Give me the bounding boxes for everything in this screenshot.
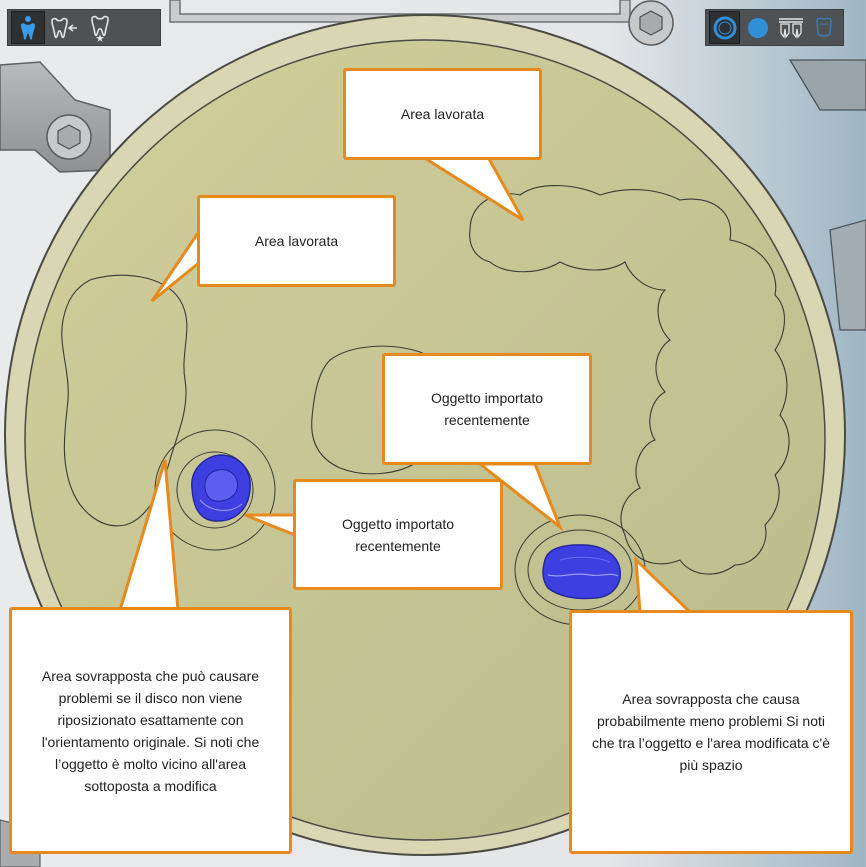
callout-object-right: Oggetto importato recentemente (382, 353, 592, 465)
callout-area-left: Area lavorata (197, 195, 396, 287)
callout-area-top-right-text: Area lavorata (400, 106, 485, 122)
callout-area-top-right: Area lavorata (343, 68, 542, 160)
ring-view-button[interactable] (709, 11, 741, 44)
callout-object-right-text: Oggetto importato recentemente (430, 390, 544, 428)
tooth-star-button[interactable] (83, 11, 117, 44)
callout-object-left-text: Oggetto importato recentemente (341, 515, 455, 554)
tooth-arrow-button[interactable] (47, 11, 81, 44)
crown-outline-icon (816, 17, 833, 37)
callout-pointers (117, 155, 694, 614)
callout-overlap-left: Area sovrapposta che può causare problem… (9, 607, 292, 854)
tooth-arrow-icon (51, 17, 77, 38)
toolbar-right (705, 9, 844, 46)
worked-area-left (61, 274, 188, 527)
teeth-row-button[interactable] (776, 11, 807, 44)
object-left-clearance-inner (176, 451, 254, 529)
imported-object-left[interactable] (191, 454, 251, 522)
tooth-star-icon (91, 15, 109, 42)
tooth-person-icon (21, 15, 35, 40)
teeth-row-icon (779, 17, 804, 39)
ring-icon (713, 16, 737, 39)
callout-overlap-left-text: Area sovrapposta che può causare problem… (41, 667, 260, 794)
filled-circle-icon (747, 17, 768, 38)
callout-overlap-right: Area sovrapposta che causa probabilmente… (569, 610, 853, 854)
solid-view-button[interactable] (742, 11, 773, 44)
imported-object-right[interactable] (542, 544, 621, 600)
worked-area-right (469, 185, 790, 575)
callout-area-left-text: Area lavorata (254, 233, 339, 249)
toolbar-left (7, 9, 161, 46)
crown-view-button[interactable] (809, 11, 840, 44)
callout-object-left: Oggetto importato recentemente (293, 479, 503, 590)
callout-overlap-right-text: Area sovrapposta che causa probabilmente… (591, 691, 831, 773)
tooth-person-button[interactable] (11, 11, 45, 44)
